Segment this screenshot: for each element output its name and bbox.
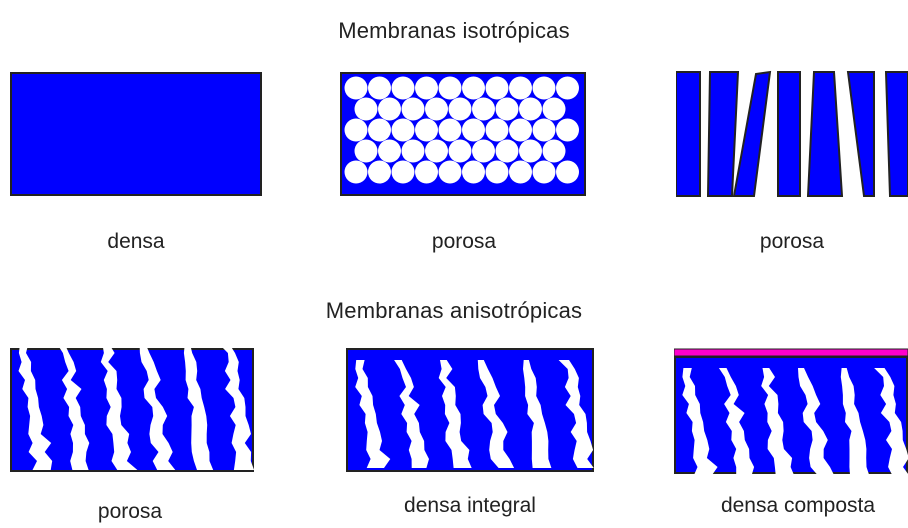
pore-sphere (486, 119, 509, 142)
membrane-body (11, 349, 253, 471)
pore-sphere (415, 77, 438, 100)
pore-sphere (509, 161, 532, 184)
pore-sphere (543, 98, 566, 121)
pore-sphere (519, 140, 542, 163)
pore-sphere (543, 140, 566, 163)
pore-sphere (556, 77, 579, 100)
porous-spheres-panel (340, 72, 586, 196)
pore-sphere (392, 77, 415, 100)
slit-column (708, 72, 738, 196)
slit-column (676, 72, 700, 196)
pore-sphere (425, 140, 448, 163)
slit-column (778, 72, 800, 196)
pore-sphere (462, 161, 485, 184)
pore-sphere (355, 140, 378, 163)
pore-sphere (439, 119, 462, 142)
porous-slits-panel (676, 70, 908, 198)
anisotropic-porous-panel (10, 348, 254, 472)
slit-column (808, 72, 842, 196)
pore-sphere (462, 77, 485, 100)
pore-sphere (378, 140, 401, 163)
pore-sphere (368, 119, 391, 142)
slit-column (734, 72, 770, 196)
pore-sphere (462, 119, 485, 142)
isotropic-heading: Membranas isotrópicas (0, 18, 908, 44)
pore-sphere (415, 161, 438, 184)
pore-sphere (533, 119, 556, 142)
pore-sphere (415, 119, 438, 142)
pore-sphere (556, 119, 579, 142)
dense-membrane (11, 73, 261, 195)
pore-sphere (355, 98, 378, 121)
pore-sphere (496, 140, 519, 163)
caption-dense-composite: densa composta (668, 494, 908, 518)
pore-sphere (556, 161, 579, 184)
pore-sphere (439, 161, 462, 184)
caption-dense: densa (6, 230, 266, 254)
pore-sphere (345, 119, 368, 142)
pore-sphere (368, 77, 391, 100)
anisotropic-heading: Membranas anisotrópicas (0, 298, 908, 324)
pore-sphere (425, 98, 448, 121)
pore-sphere (402, 98, 425, 121)
pore-sphere (392, 119, 415, 142)
pore-sphere (486, 77, 509, 100)
caption-dense-integral: densa integral (340, 494, 600, 518)
dense-membrane-panel (10, 72, 262, 196)
pore-sphere (345, 77, 368, 100)
membrane-body (675, 357, 907, 473)
top-selective-layer (674, 349, 908, 356)
pore-sphere (533, 161, 556, 184)
pore-sphere (486, 161, 509, 184)
dense-integral-panel (346, 348, 594, 472)
dense-composite-panel (674, 346, 908, 474)
pore-sphere (472, 98, 495, 121)
pore-sphere (378, 98, 401, 121)
membrane-body (347, 349, 593, 471)
pore-sphere (533, 77, 556, 100)
caption-porous-spheres: porosa (334, 230, 594, 254)
pore-sphere (509, 119, 532, 142)
pore-sphere (368, 161, 391, 184)
pore-sphere (345, 161, 368, 184)
pore-sphere (439, 77, 462, 100)
slit-column (848, 72, 874, 196)
pore-sphere (519, 98, 542, 121)
caption-porous-aniso: porosa (0, 500, 260, 524)
caption-porous-slits: porosa (662, 230, 908, 254)
pore-sphere (496, 98, 519, 121)
slit-column (886, 72, 908, 196)
pore-sphere (509, 77, 532, 100)
pore-sphere (472, 140, 495, 163)
pore-sphere (402, 140, 425, 163)
pore-sphere (449, 140, 472, 163)
pore-sphere (449, 98, 472, 121)
pore-sphere (392, 161, 415, 184)
